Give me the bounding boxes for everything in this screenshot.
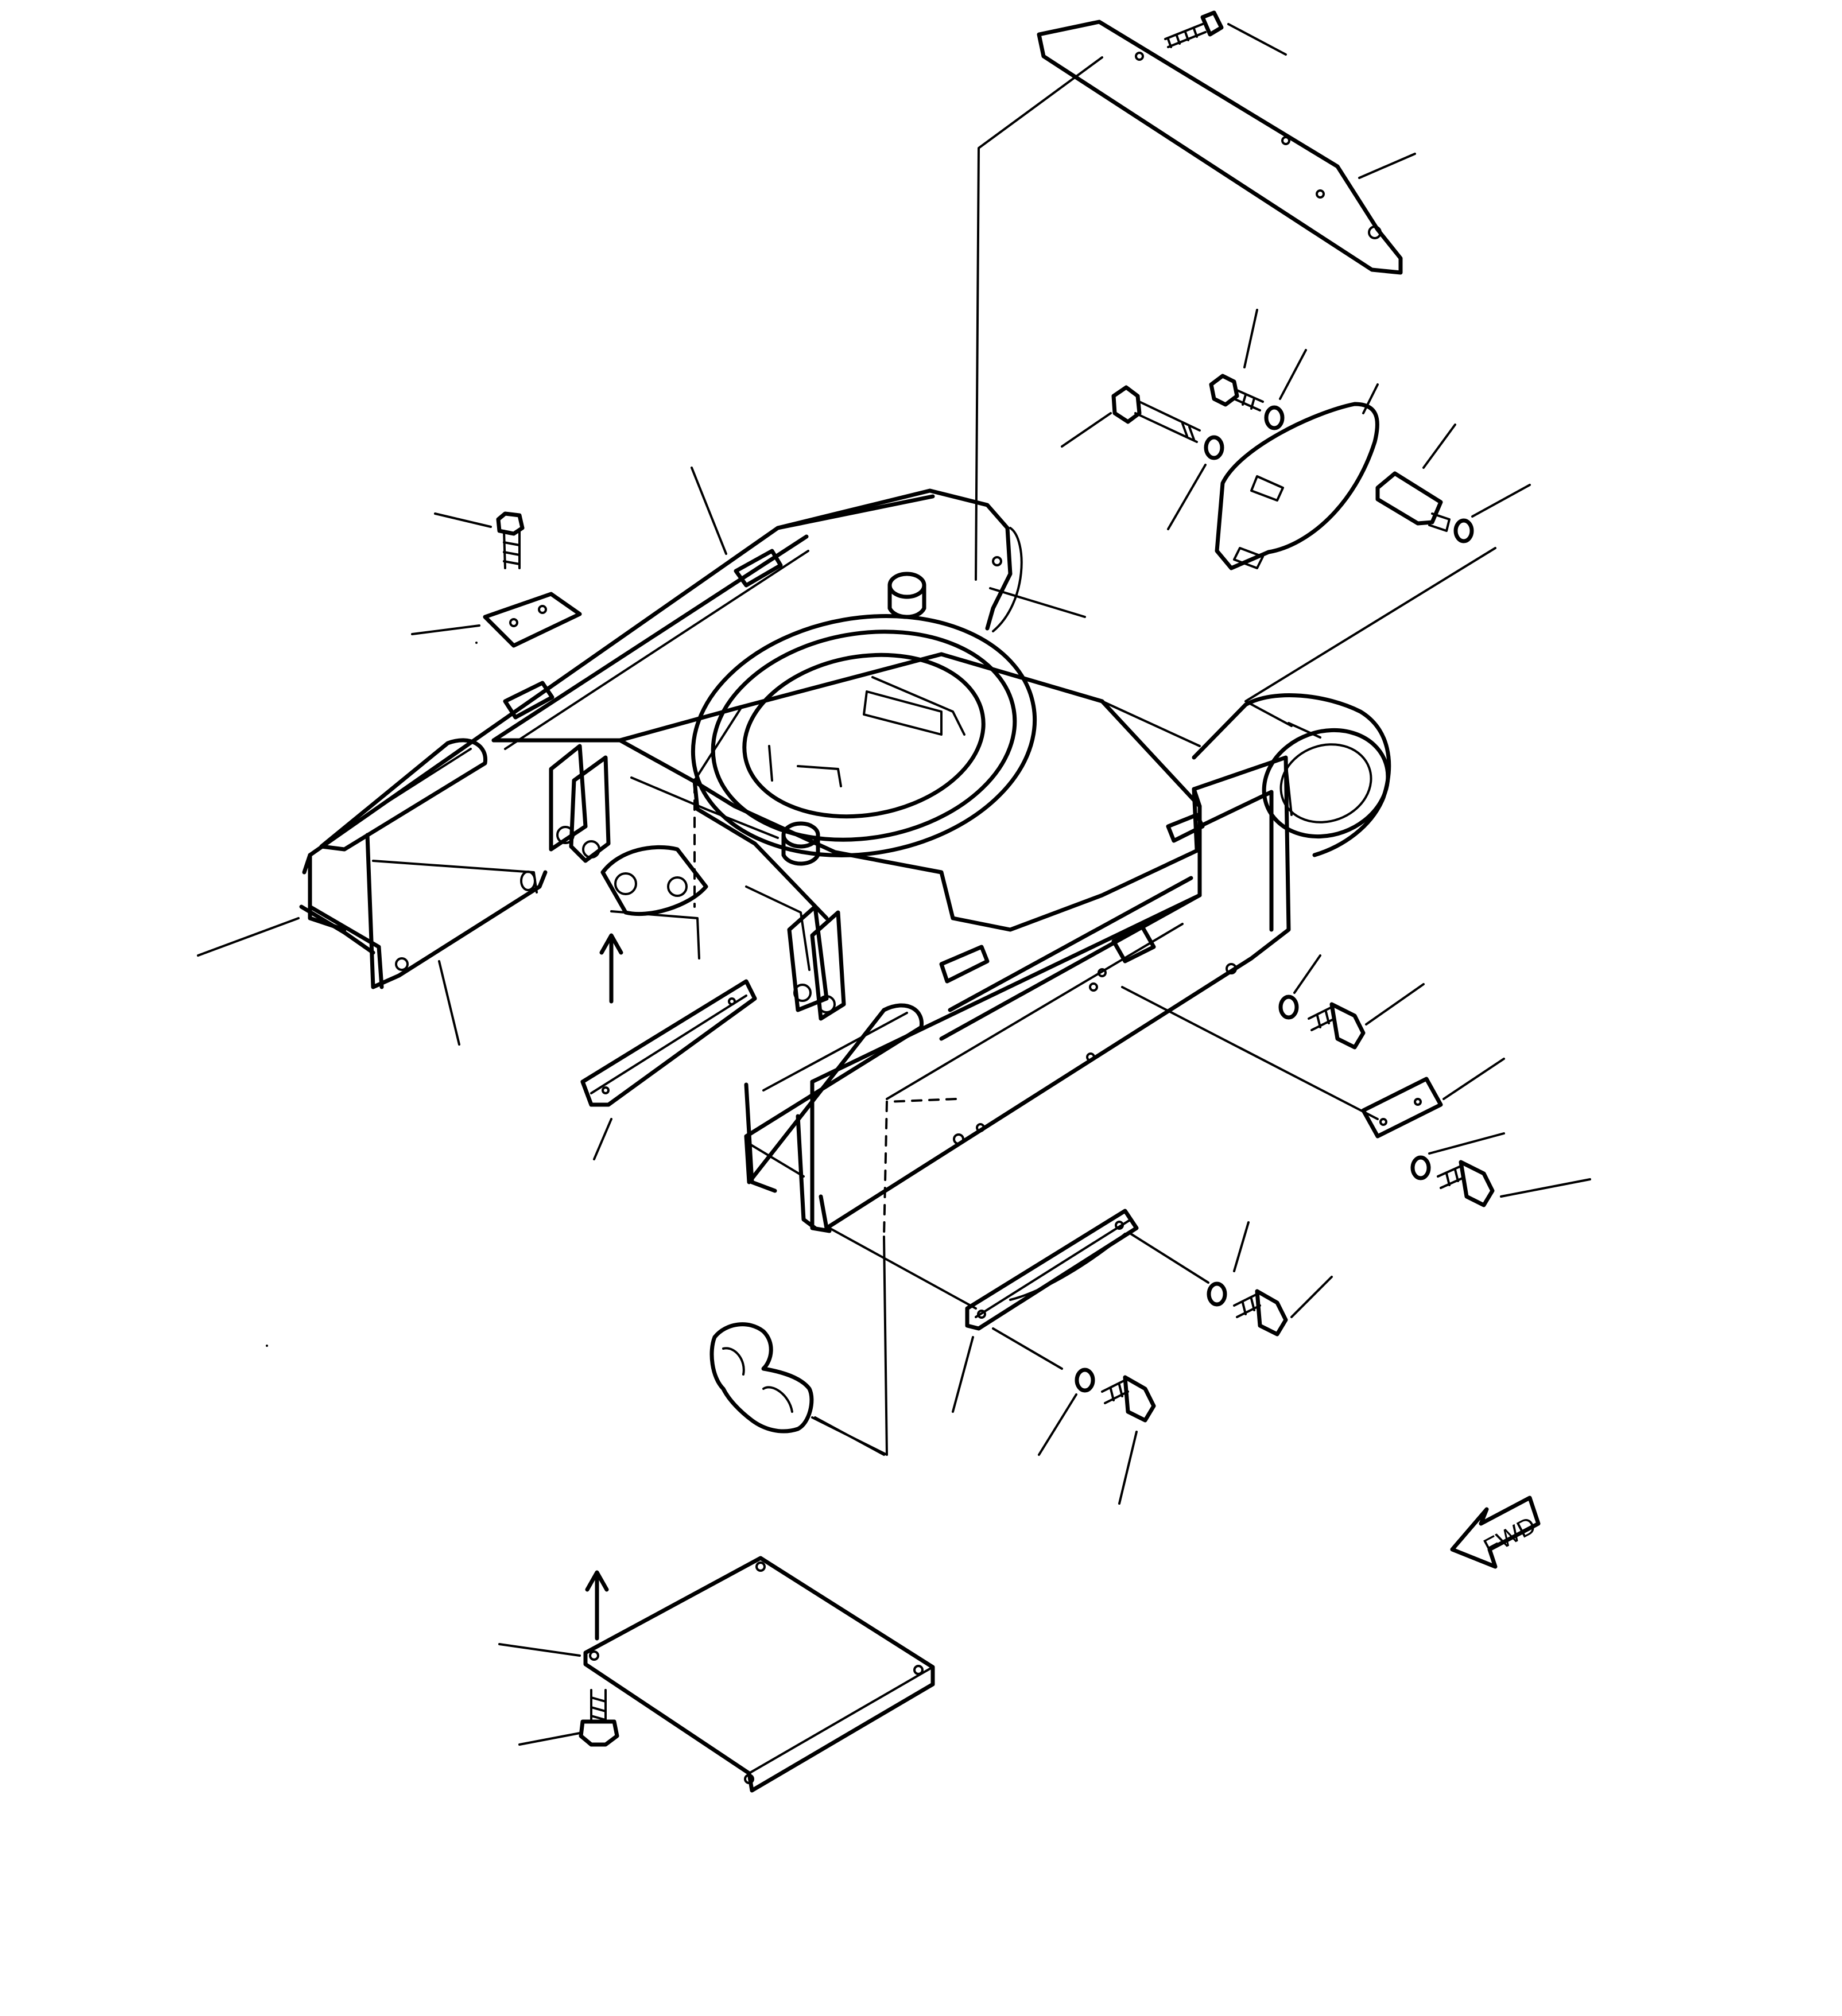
cover-connector-line xyxy=(1244,547,1496,727)
top-bracket-bolt xyxy=(1164,10,1224,48)
frame-hole xyxy=(1089,982,1098,992)
leader-line xyxy=(952,1336,974,1413)
idler-housing xyxy=(1192,693,1391,857)
leader-line xyxy=(1442,1058,1505,1100)
frame-hole xyxy=(1098,968,1107,977)
leader-line xyxy=(438,960,460,1046)
leader-line xyxy=(1290,1276,1333,1318)
washer xyxy=(1204,435,1224,460)
leader-line xyxy=(1422,424,1456,469)
assembly-line xyxy=(828,1227,977,1310)
washer xyxy=(1278,995,1299,1020)
stray-dot xyxy=(266,1345,268,1347)
plate-bolt xyxy=(1437,1160,1495,1207)
washer xyxy=(1207,1281,1227,1307)
track-frame-body xyxy=(299,488,1291,1233)
leader-line xyxy=(1428,1132,1505,1155)
frame-hole xyxy=(1086,1052,1095,1062)
leader-line xyxy=(1293,954,1321,994)
assembly-line xyxy=(992,1327,1063,1370)
washer xyxy=(1410,1155,1431,1180)
top-bracket-plate xyxy=(1037,20,1403,275)
leader-line xyxy=(518,1732,581,1746)
leader-line xyxy=(1471,484,1531,518)
frame-hole xyxy=(1226,963,1237,974)
left-end-frame xyxy=(308,738,548,989)
mounting-lugs xyxy=(549,744,846,1021)
swing-bearing-ring xyxy=(691,614,1037,857)
leader-line xyxy=(1061,412,1112,448)
frame-hole xyxy=(953,1133,964,1145)
guard-bolt xyxy=(1233,1289,1288,1337)
upper-left-bolt xyxy=(496,511,525,569)
spacer-pin xyxy=(1375,471,1451,532)
assembly-line xyxy=(610,910,700,960)
frame-hole xyxy=(976,1123,985,1132)
leader-line xyxy=(434,512,492,528)
fwd-direction-arrow: FWD xyxy=(1450,1496,1541,1569)
long-bolt xyxy=(1111,385,1201,443)
bracket-connector-line xyxy=(975,56,1103,581)
stray-dot xyxy=(475,642,478,644)
guard-bolt xyxy=(1101,1375,1156,1423)
leader-line xyxy=(593,1118,612,1160)
leader-line xyxy=(1358,153,1416,179)
leader-line xyxy=(1167,464,1207,530)
up-arrow xyxy=(585,1570,609,1641)
leader-line xyxy=(1038,1393,1077,1456)
cover-bolt xyxy=(1209,374,1264,411)
leader-line xyxy=(411,624,480,635)
leader-line xyxy=(197,917,300,957)
leader-line xyxy=(1365,983,1425,1026)
boss-cylinder xyxy=(781,821,820,866)
right-end-frame xyxy=(744,1003,924,1230)
leader-line xyxy=(1118,1431,1138,1505)
washer xyxy=(1453,518,1474,543)
guard-plate xyxy=(965,1209,1139,1331)
boss-cylinder xyxy=(887,572,926,619)
up-arrow xyxy=(599,933,623,1004)
leader-line xyxy=(1243,309,1258,368)
inspection-port xyxy=(1111,925,1156,964)
leader-line xyxy=(1500,1178,1591,1198)
rail-guide-block xyxy=(734,549,783,588)
assembly-line xyxy=(1121,986,1379,1120)
washer xyxy=(1264,405,1285,430)
leader-line xyxy=(1227,23,1287,56)
side-bolt xyxy=(1308,1002,1366,1050)
washer xyxy=(1075,1368,1095,1393)
rail-guide-block xyxy=(939,945,990,984)
assembly-line xyxy=(814,1416,885,1456)
dashed-hidden-line xyxy=(886,1098,957,1103)
leader-line xyxy=(1279,349,1307,400)
leader-line xyxy=(1362,383,1379,414)
guide-bar xyxy=(580,979,757,1107)
under-cover-bolt xyxy=(579,1689,619,1747)
track-roller xyxy=(709,1322,814,1434)
leader-line xyxy=(691,467,727,555)
rail-guide-block xyxy=(1166,813,1205,843)
cover-plate xyxy=(1215,402,1379,570)
assembly-line xyxy=(1130,1233,1209,1284)
name-plate xyxy=(1361,1077,1443,1139)
under-cover-plate xyxy=(583,1556,935,1793)
dashed-hidden-line xyxy=(883,1101,888,1238)
leader-line xyxy=(498,1643,581,1657)
rail-guide-block xyxy=(503,681,554,720)
clamp-plate xyxy=(483,592,582,648)
leader-line xyxy=(1233,1221,1250,1272)
